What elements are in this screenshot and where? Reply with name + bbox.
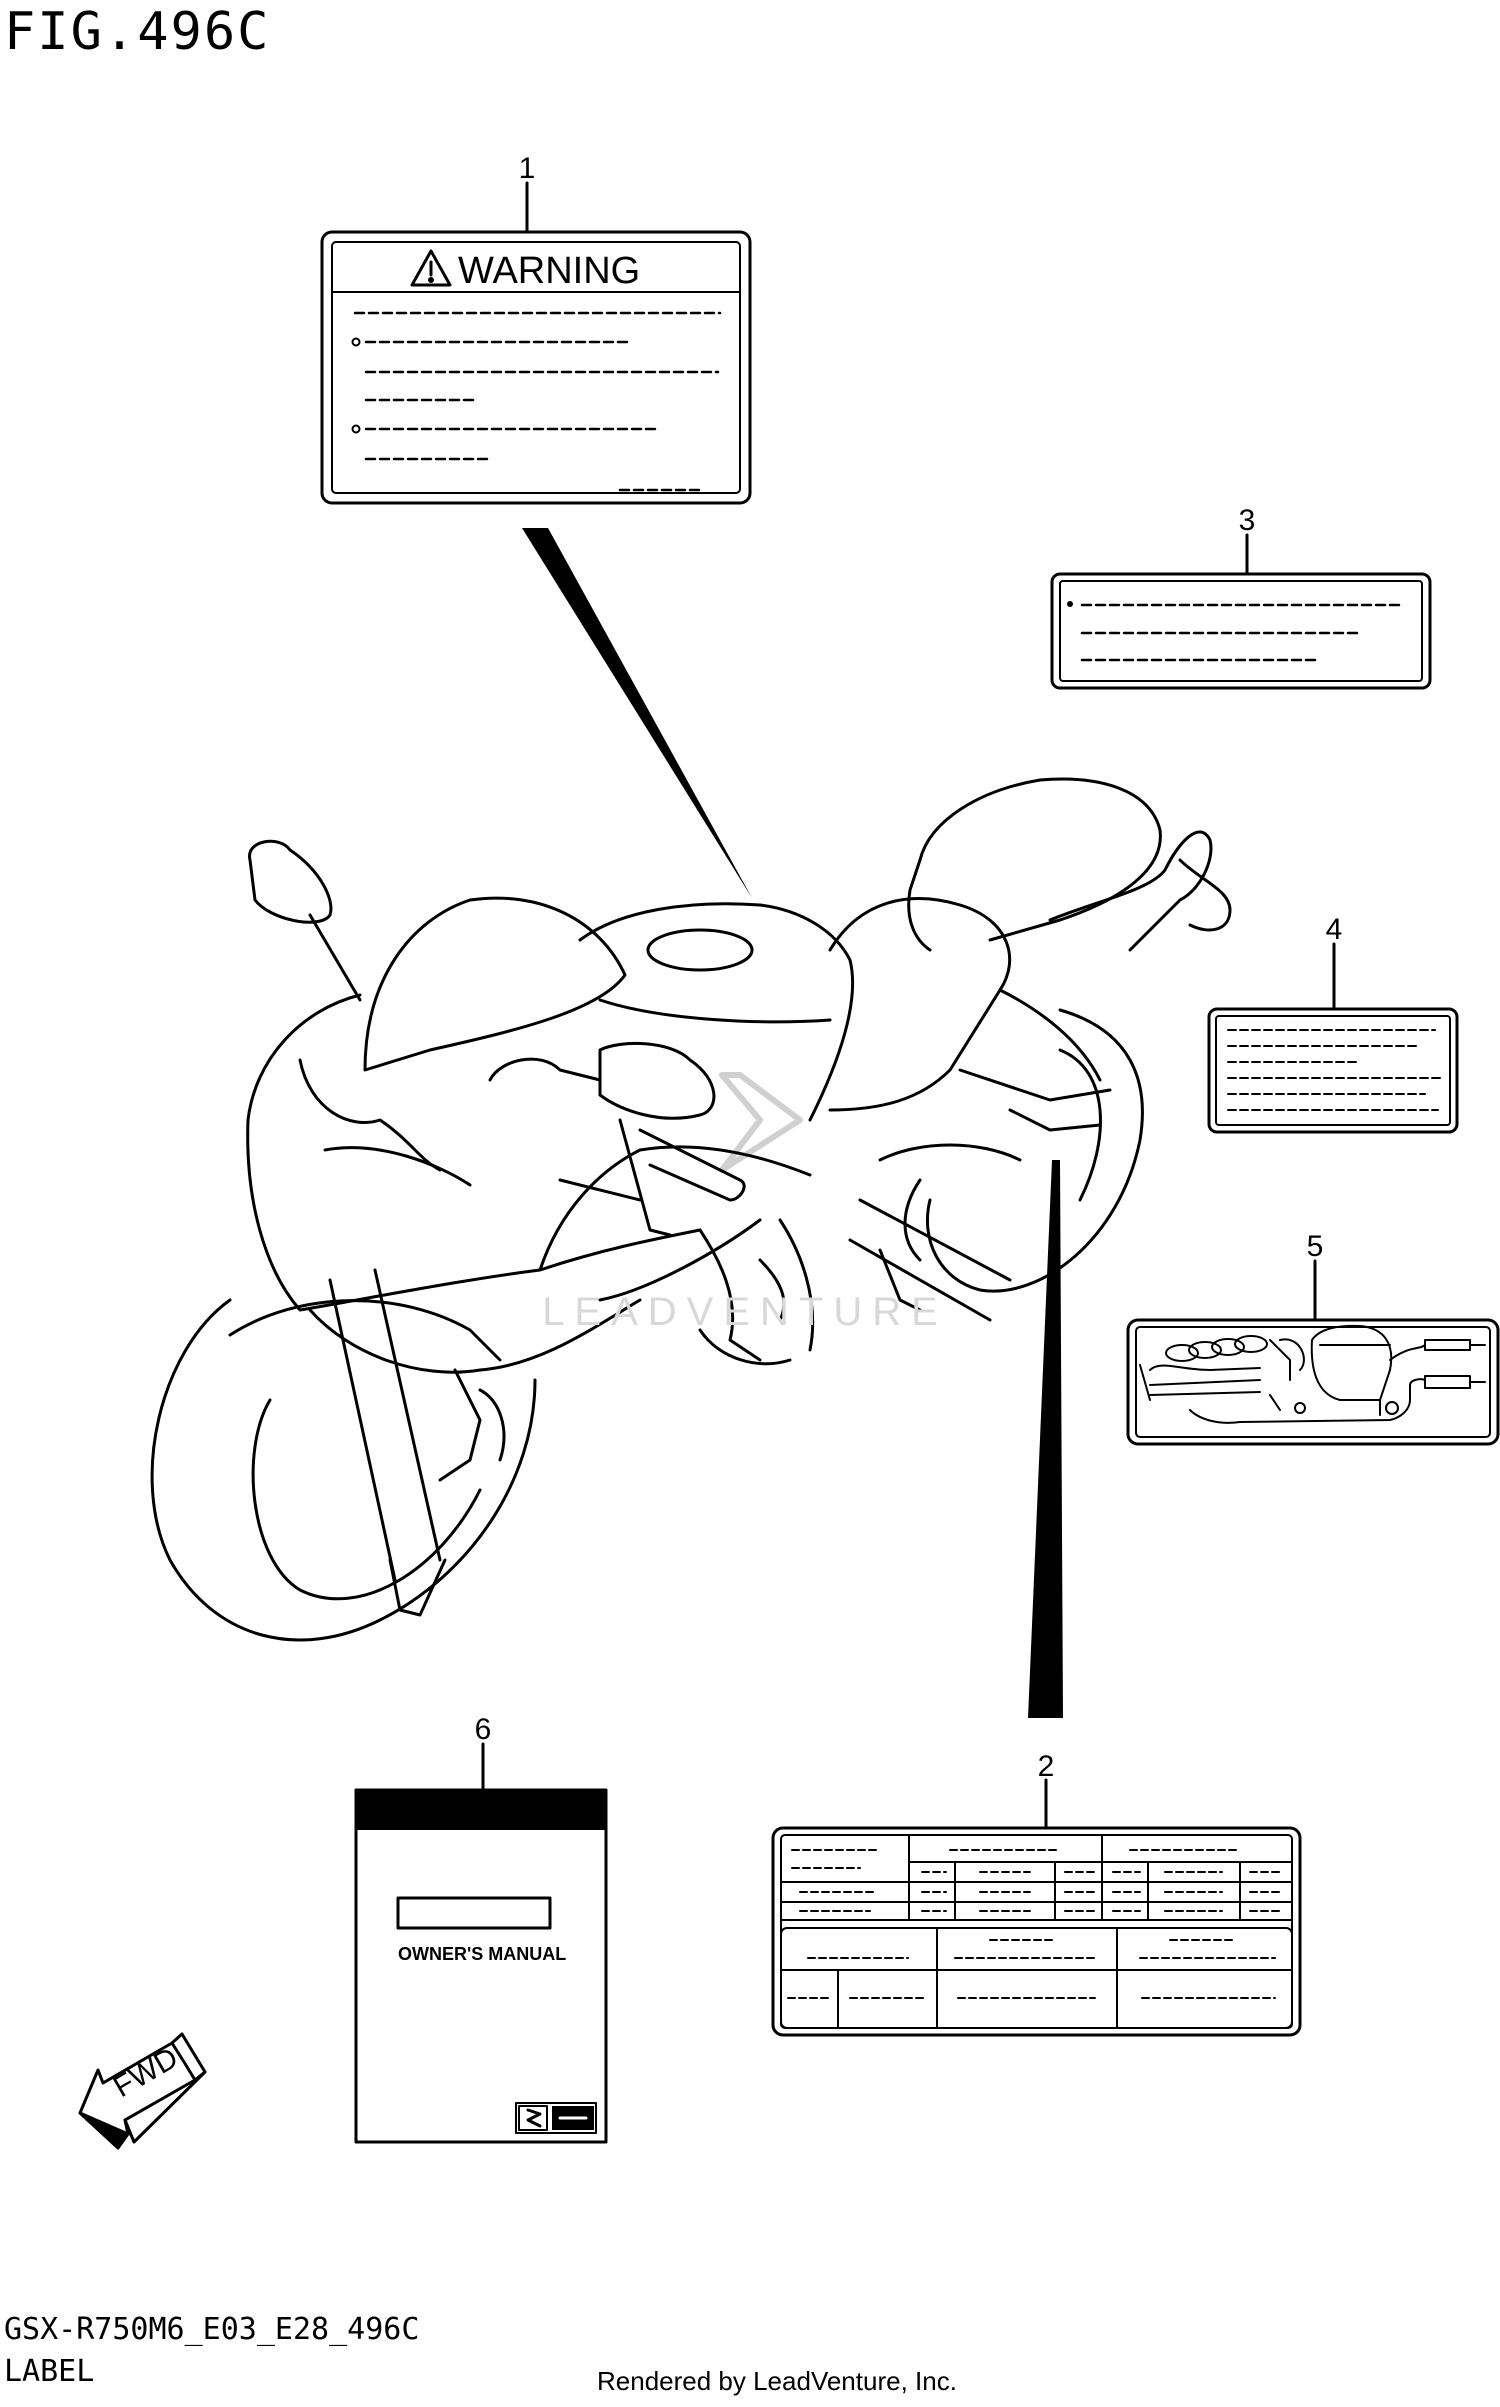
callout-4: 4 [1326, 913, 1343, 946]
info-label [1207, 1007, 1459, 1134]
manual-title: OWNER'S MANUAL [398, 1944, 566, 1964]
callout-2: 2 [1038, 1750, 1055, 1783]
callout-6: 6 [475, 1713, 492, 1746]
motorcycle-illustration [150, 777, 1232, 1642]
rendered-by-credit: Rendered by LeadVenture, Inc. [597, 2366, 957, 2396]
figure-title: FIG.496C [4, 2, 271, 62]
figure-category: LABEL [4, 2354, 95, 2389]
pointer-label-2 [1028, 1160, 1063, 1718]
figure-code: GSX-R750M6_E03_E28_496C [4, 2312, 420, 2347]
warning-heading: WARNING [458, 250, 640, 292]
suzuki-logo-icon [518, 2105, 548, 2131]
tire-info-label [771, 1826, 1302, 2037]
warning-label [320, 230, 752, 505]
arrow-left-icon [78, 2032, 207, 2150]
callout-3: 3 [1239, 504, 1256, 537]
owners-manual [354, 1788, 608, 2144]
vacuum-hose-label [1126, 1318, 1500, 1446]
callout-1: 1 [519, 152, 536, 185]
callout-5: 5 [1307, 1230, 1324, 1263]
pointer-label-1 [522, 528, 752, 898]
watermark-logo [719, 1072, 803, 1173]
warning-triangle-icon [410, 249, 452, 287]
watermark-text: LEADVENTURE [542, 1290, 948, 1334]
caution-label [1050, 572, 1432, 690]
